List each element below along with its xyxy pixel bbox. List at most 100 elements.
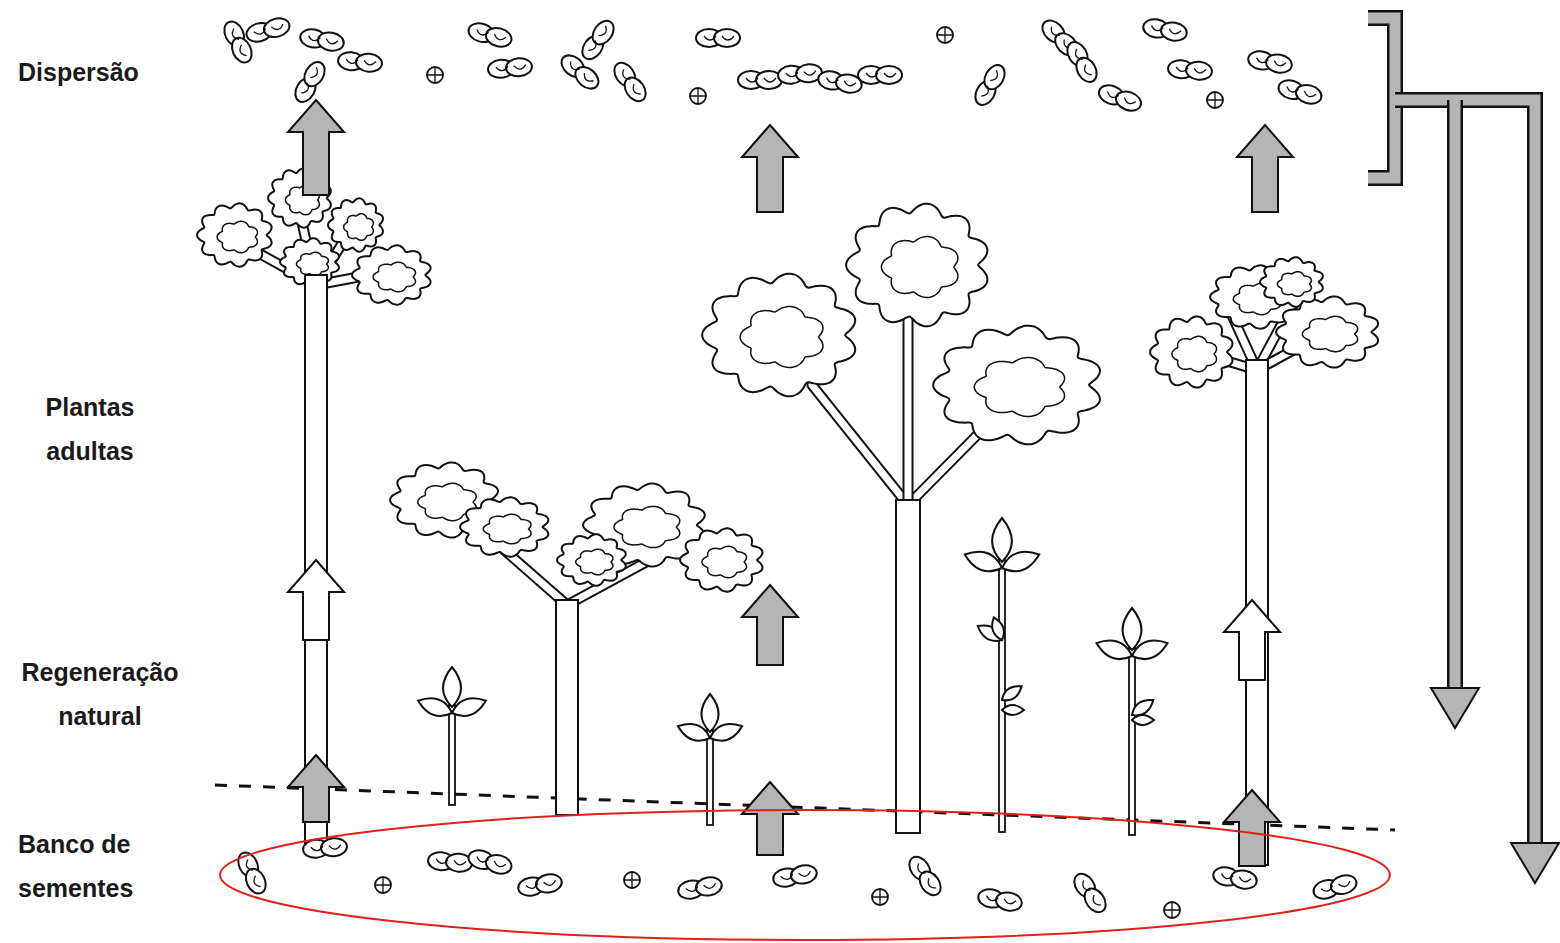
seed-pod	[777, 63, 822, 85]
arrow-head	[1511, 843, 1559, 883]
seed-lobe	[588, 17, 618, 49]
crown-detail	[1302, 316, 1357, 351]
round-seed	[690, 88, 706, 104]
round-seed-body	[375, 877, 391, 893]
leaf	[962, 546, 1005, 576]
seed-lobe	[694, 875, 723, 897]
growth-arrow	[288, 100, 344, 195]
round-seed-cross	[937, 27, 953, 43]
round-seed-cross	[375, 877, 391, 893]
tree-crown	[933, 326, 1100, 445]
round-seed-cross	[1164, 902, 1180, 918]
crown-detail	[217, 221, 257, 252]
seed-lobe	[714, 29, 740, 47]
crown-detail	[881, 237, 957, 298]
seed-detail	[244, 859, 260, 888]
tree-crown	[557, 534, 626, 585]
seed-pod	[858, 66, 902, 84]
seed-pod	[427, 851, 472, 873]
round-seed-body	[1207, 92, 1223, 108]
crown-detail	[614, 506, 680, 547]
seed-lobe	[994, 890, 1023, 912]
seed-pod	[696, 29, 740, 47]
seed-pod	[905, 853, 945, 899]
seed-lobe	[1072, 54, 1101, 86]
seed-detail	[308, 36, 338, 45]
seed-pod	[557, 51, 602, 93]
growth-arrow	[1237, 125, 1293, 212]
seed-detail	[496, 65, 526, 72]
round-seed-body	[1164, 902, 1180, 918]
sapling	[675, 694, 745, 825]
seed-pod	[221, 18, 256, 65]
seed-detail	[346, 59, 376, 66]
tree-branch	[812, 385, 908, 505]
seed-detail	[1256, 58, 1286, 67]
tree-crown	[352, 245, 430, 304]
leaf	[1002, 705, 1024, 715]
seed-lobe	[505, 57, 532, 77]
growth-arrow	[742, 585, 798, 665]
seed-detail	[568, 61, 594, 83]
seed-detail	[1176, 67, 1206, 74]
seed-pod	[466, 21, 513, 50]
tree-crown	[702, 274, 855, 397]
crown-detail	[576, 549, 613, 575]
seed-detail	[1321, 881, 1351, 893]
sapling-stem	[1129, 648, 1135, 835]
sapling	[415, 667, 488, 805]
round-seed	[872, 889, 888, 905]
seed-pod	[1070, 870, 1110, 916]
growth-arrow	[1224, 600, 1280, 680]
leaf	[989, 616, 1007, 642]
seed-detail	[436, 859, 466, 866]
seed-detail	[1286, 86, 1316, 98]
seed-detail	[1151, 26, 1181, 35]
crown-detail	[702, 546, 747, 577]
seed-pod	[738, 71, 782, 89]
seed-pod	[466, 848, 513, 877]
round-seed	[937, 27, 953, 43]
seed-detail	[1080, 880, 1100, 907]
leaf	[999, 546, 1042, 576]
dispersal-bracket-outline	[1368, 18, 1395, 178]
growth-arrow	[742, 125, 798, 212]
round-seed-body	[872, 889, 888, 905]
seed-pod	[1063, 38, 1101, 85]
seed-pod	[1276, 78, 1323, 107]
round-seed	[427, 67, 443, 83]
seed-rain-line-outline	[1395, 100, 1535, 845]
seed-pod	[487, 57, 532, 79]
crown-detail	[740, 307, 823, 368]
seed-detail	[301, 67, 319, 95]
seed-rain-line	[1450, 100, 1461, 690]
crown-detail	[974, 358, 1064, 417]
round-seed	[375, 877, 391, 893]
seed-lobe	[1229, 868, 1258, 890]
crown-detail	[1277, 272, 1311, 297]
seed-detail	[915, 863, 935, 890]
seed-pod	[517, 872, 563, 897]
tree-branch-fill	[905, 320, 912, 505]
seed-detail	[986, 896, 1016, 905]
stage-label: Dispersão	[18, 50, 218, 94]
round-seed-cross	[1207, 92, 1223, 108]
crown-detail	[1172, 336, 1217, 371]
tree-crown	[197, 203, 272, 266]
seed-lobe	[534, 872, 563, 894]
seed-pod	[299, 27, 345, 52]
seed-lobe	[484, 852, 514, 876]
seed-pod	[971, 61, 1009, 108]
leaf	[443, 667, 461, 707]
stage-label: Regeneração natural	[5, 650, 195, 738]
growth-arrow	[742, 782, 798, 855]
dispersal-bracket	[1368, 18, 1395, 178]
seed-pod	[578, 17, 618, 63]
seed-pod	[1142, 17, 1188, 42]
seed-lobe	[1113, 88, 1144, 114]
seed-lobe	[1264, 52, 1293, 74]
leaf	[415, 693, 454, 721]
adult-tree	[1150, 257, 1378, 865]
tree-crown	[846, 204, 987, 327]
